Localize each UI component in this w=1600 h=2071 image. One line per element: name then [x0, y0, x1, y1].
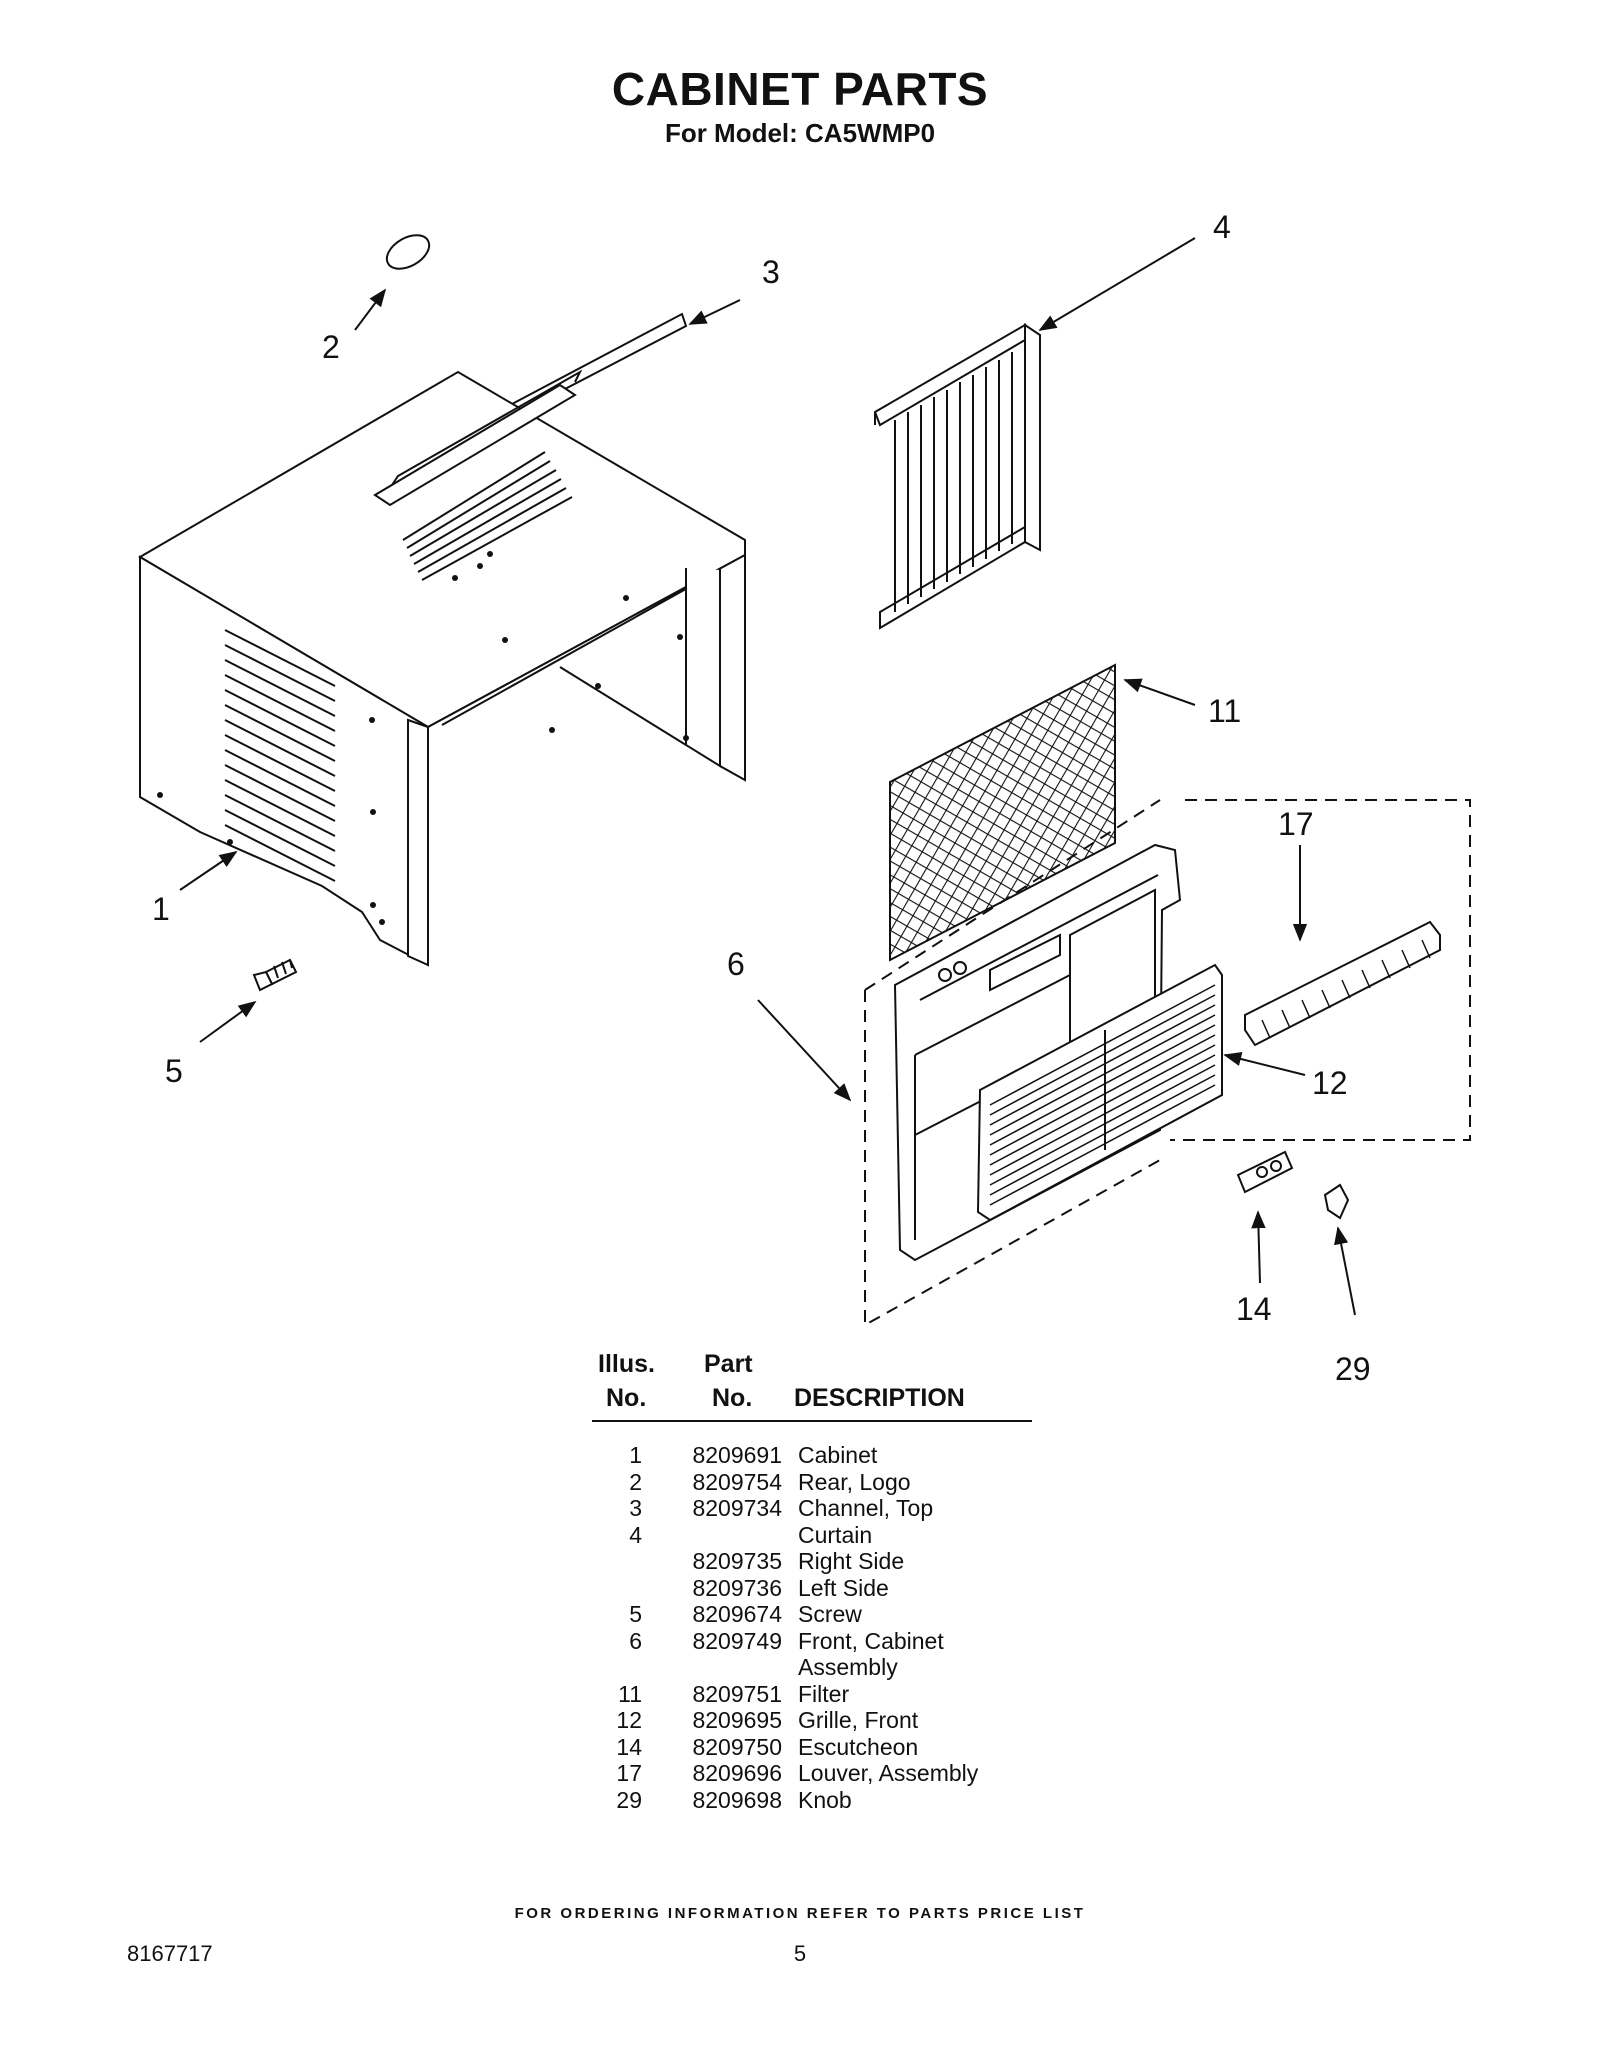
- rear-logo-part: [385, 234, 431, 270]
- part-number-cell: 8209754: [692, 1468, 782, 1495]
- col-part-line1: Part: [704, 1350, 753, 1378]
- description-cell: Filter: [798, 1680, 850, 1707]
- description-cell: Louver, Assembly: [798, 1760, 979, 1786]
- callout-29: 29: [1335, 1351, 1371, 1387]
- description-cell: Right Side: [798, 1548, 905, 1574]
- table-row: 8209736 Left Side: [592, 1575, 1032, 1602]
- table-row: 6 8209749 Front, Cabinet: [592, 1628, 1032, 1655]
- part-number-cell: 8209751: [692, 1680, 782, 1707]
- callout-12: 12: [1312, 1065, 1348, 1101]
- table-row: 11 8209751 Filter: [592, 1681, 1032, 1708]
- part-number-cell: 8209736: [692, 1574, 782, 1601]
- part-number-cell: 8209696: [692, 1760, 782, 1786]
- illus-cell: 29: [616, 1786, 642, 1813]
- description-cell: Assembly: [798, 1654, 898, 1680]
- illus-cell: 12: [616, 1707, 642, 1733]
- table-header-rule: [592, 1420, 1032, 1422]
- callout-2: 2: [322, 329, 340, 365]
- description-cell: Cabinet: [798, 1442, 878, 1468]
- callout-14: 14: [1236, 1291, 1272, 1327]
- description-cell: Knob: [798, 1786, 852, 1813]
- curtain-part: [873, 323, 1041, 630]
- illus-cell: 17: [616, 1760, 642, 1786]
- part-number-cell: 8209691: [692, 1442, 782, 1468]
- filter-part: [889, 663, 1116, 962]
- description-cell: Escutcheon: [798, 1733, 919, 1760]
- table-row: 29 8209698 Knob: [592, 1787, 1032, 1814]
- leader-arrows: [179, 237, 1356, 1316]
- cabinet-part: [138, 369, 746, 967]
- col-description: DESCRIPTION: [794, 1384, 965, 1412]
- front-grille-part: [976, 963, 1223, 1222]
- part-number-cell: 8209749: [692, 1627, 782, 1654]
- col-part-line2: No.: [712, 1384, 753, 1412]
- ordering-note: FOR ORDERING INFORMATION REFER TO PARTS …: [514, 1905, 1086, 1922]
- table-row: 2 8209754 Rear, Logo: [592, 1469, 1032, 1496]
- callout-5: 5: [165, 1053, 183, 1089]
- table-row: 3 8209734 Channel, Top: [592, 1495, 1032, 1522]
- part-number-cell: 8209695: [692, 1707, 782, 1733]
- description-cell: Rear, Logo: [798, 1468, 911, 1495]
- description-cell: Curtain: [798, 1521, 873, 1548]
- part-number-cell: 8209735: [692, 1548, 782, 1574]
- part-number-cell: 8209698: [692, 1786, 782, 1813]
- table-row: 5 8209674 Screw: [592, 1601, 1032, 1628]
- illus-cell: 6: [629, 1627, 642, 1654]
- knob-part: [1323, 1183, 1350, 1220]
- col-illus-line2: No.: [606, 1384, 647, 1412]
- table-row: 4 Curtain: [592, 1522, 1032, 1549]
- illus-cell: 5: [629, 1601, 642, 1627]
- illus-cell: 2: [629, 1468, 642, 1495]
- illus-cell: 11: [618, 1680, 642, 1707]
- document-number: 8167717: [127, 1941, 213, 1966]
- louver-assembly-part: [1244, 920, 1441, 1047]
- illus-cell: 3: [629, 1495, 642, 1521]
- callout-labels: 2 3 4 1 5 6 11 17 12 14 29: [152, 209, 1371, 1387]
- table-row: 17 8209696 Louver, Assembly: [592, 1760, 1032, 1787]
- page-number: 5: [793, 1941, 807, 1966]
- screw-part: [252, 958, 298, 992]
- page-title: CABINET PARTS: [611, 63, 989, 115]
- part-number-cell: 8209750: [692, 1733, 782, 1760]
- col-illus-line1: Illus.: [598, 1350, 655, 1378]
- description-cell: Left Side: [798, 1574, 889, 1601]
- description-cell: Screw: [798, 1601, 862, 1627]
- description-cell: Channel, Top: [798, 1495, 934, 1521]
- escutcheon-part: [1236, 1150, 1294, 1194]
- exploded-parts-diagram: 2 3 4 1 5 6 11 17 12 14 29: [138, 209, 1471, 1387]
- part-number-cell: 8209734: [692, 1495, 782, 1521]
- description-cell: Grille, Front: [798, 1707, 919, 1733]
- callout-3: 3: [762, 254, 780, 290]
- callout-17: 17: [1278, 806, 1314, 842]
- callout-1: 1: [152, 891, 170, 927]
- table-row: 14 8209750 Escutcheon: [592, 1734, 1032, 1761]
- table-row: 1 8209691 Cabinet: [592, 1442, 1032, 1469]
- assembly-dashed-outline: [864, 799, 1471, 1327]
- illus-cell: 14: [616, 1733, 642, 1760]
- callout-6: 6: [727, 946, 745, 982]
- table-row: 8209735 Right Side: [592, 1548, 1032, 1575]
- table-rows: 1 8209691 Cabinet 2 8209754 Rear, Logo 3 820973…: [592, 1442, 1032, 1813]
- illus-cell: 4: [629, 1521, 642, 1548]
- illus-cell: 1: [629, 1442, 642, 1468]
- table-row: Assembly: [592, 1654, 1032, 1681]
- table-row: 12 8209695 Grille, Front: [592, 1707, 1032, 1734]
- callout-11: 11: [1208, 693, 1241, 729]
- callout-4: 4: [1213, 209, 1231, 245]
- description-cell: Front, Cabinet: [798, 1627, 944, 1654]
- part-number-cell: 8209674: [692, 1601, 782, 1627]
- model-subtitle: For Model: CA5WMP0: [664, 118, 936, 148]
